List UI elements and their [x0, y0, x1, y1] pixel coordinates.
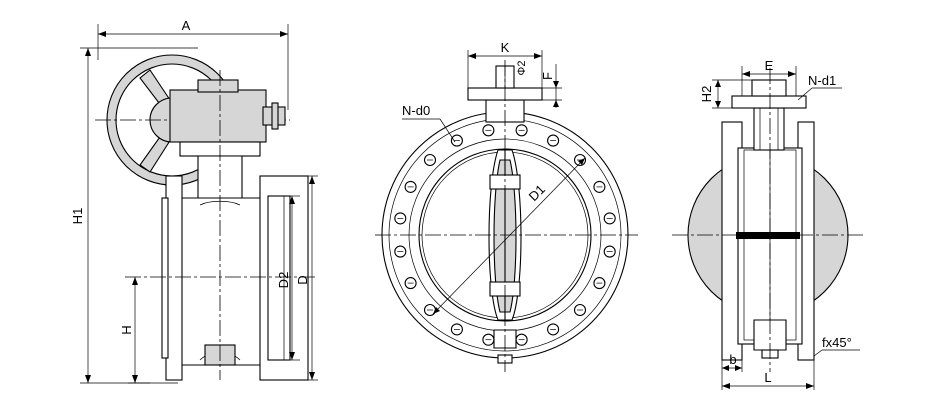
label-H1: H1 — [70, 208, 85, 225]
flange-bolt-holes — [394, 124, 616, 346]
label-K: K — [501, 40, 510, 55]
label-L: L — [764, 370, 771, 385]
label-D2: D2 — [276, 272, 291, 289]
label-phi2: Φ2 — [516, 61, 528, 76]
label-N-d0: N-d0 — [402, 103, 430, 118]
label-A: A — [182, 18, 191, 33]
label-F: F — [540, 72, 555, 80]
label-H: H — [119, 325, 134, 334]
label-fx45: fx45° — [822, 335, 852, 350]
end-view: E H2 N-d1 b L fx45° — [672, 58, 865, 390]
side-view: A H1 H D2 D — [70, 18, 318, 384]
label-b: b — [729, 352, 736, 367]
label-H2: H2 — [699, 86, 714, 103]
label-N-d1: N-d1 — [808, 73, 836, 88]
label-E: E — [765, 58, 774, 73]
label-D: D — [295, 275, 310, 284]
front-view: D1 N-d0 K Φ2 F — [375, 40, 638, 372]
